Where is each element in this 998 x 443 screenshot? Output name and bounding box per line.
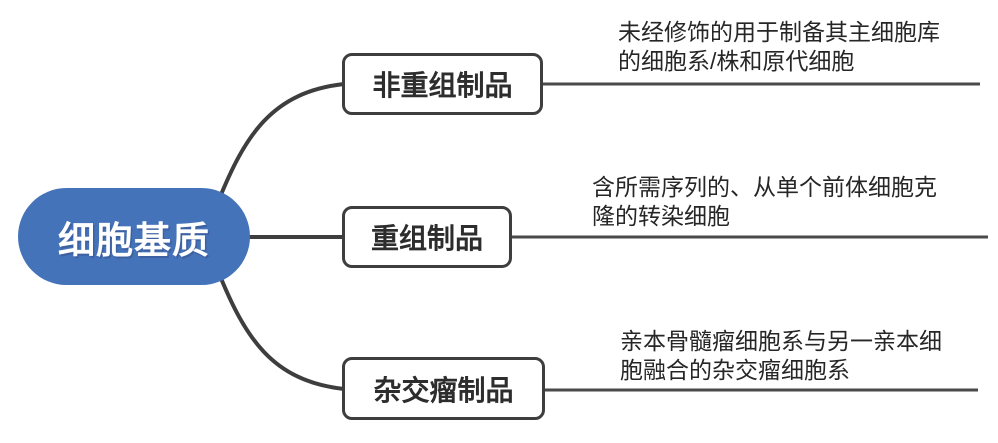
description-recombinant: 含所需序列的、从单个前体细胞克 隆的转染细胞 [592,173,937,231]
node-recombinant: 重组制品 [342,206,512,268]
node-hybridoma: 杂交瘤制品 [342,357,545,420]
node-non-recombinant: 非重组制品 [342,53,543,115]
description-line: 隆的转染细胞 [592,203,730,229]
description-line: 的细胞系/株和原代细胞 [618,48,855,74]
node-non-recombinant-label: 非重组制品 [372,70,513,101]
root-node: 细胞基质 [18,188,250,285]
branch-curve-bottom [216,270,345,391]
description-line: 胞融合的杂交瘤细胞系 [620,357,850,383]
description-line: 未经修饰的用于制备其主细胞库 [618,19,940,45]
description-non-recombinant: 未经修饰的用于制备其主细胞库 的细胞系/株和原代细胞 [618,18,940,76]
description-line: 含所需序列的、从单个前体细胞克 [592,174,937,200]
root-node-label: 细胞基质 [58,219,210,261]
branch-curve-top [216,82,345,203]
node-hybridoma-label: 杂交瘤制品 [373,374,514,406]
description-line: 亲本骨髓瘤细胞系与另一亲本细 [620,328,942,354]
description-hybridoma: 亲本骨髓瘤细胞系与另一亲本细 胞融合的杂交瘤细胞系 [620,327,942,385]
node-recombinant-label: 重组制品 [370,223,483,254]
